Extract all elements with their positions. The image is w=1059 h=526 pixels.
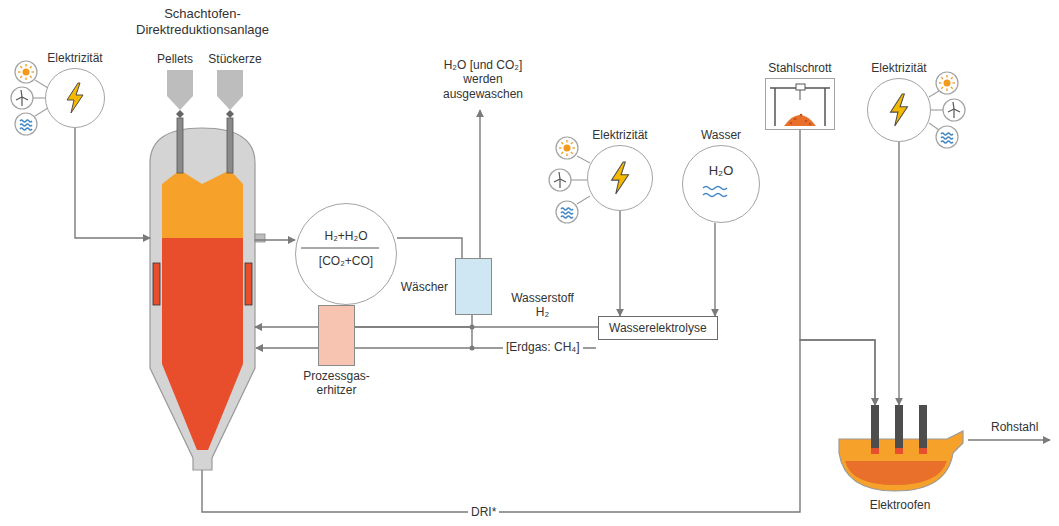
node-text: Wasserelektrolyse bbox=[609, 321, 707, 335]
node-text: Prozessgas- erhitzer bbox=[297, 369, 377, 398]
flow-connector bbox=[898, 142, 899, 405]
flow-connector bbox=[619, 211, 620, 316]
energy-icons bbox=[11, 61, 83, 135]
crane-icon bbox=[770, 84, 830, 126]
water-circle: WasserH₂O bbox=[682, 145, 760, 223]
electric-furnace: Elektroofen bbox=[835, 405, 965, 492]
junction-dot bbox=[470, 346, 475, 351]
electrolysis-box: Wasserelektrolyse bbox=[598, 316, 718, 340]
heater-box: Prozessgas- erhitzer bbox=[318, 305, 355, 366]
exhaust-arrow bbox=[479, 110, 480, 258]
flow-connector bbox=[397, 238, 462, 258]
shaft-furnace bbox=[150, 70, 265, 470]
edge-label: Wasserstoff H₂ bbox=[505, 291, 580, 320]
node-text: Elektrizität bbox=[47, 51, 102, 65]
node-text: Wasser bbox=[701, 128, 741, 142]
gas-circle: H₂+H₂O [CO₂+CO] bbox=[295, 203, 397, 305]
node-text: Pellets bbox=[157, 52, 193, 66]
electric-furnace bbox=[839, 405, 963, 491]
node-text: H₂+H₂O bbox=[296, 229, 396, 243]
steel-output-arrow bbox=[968, 439, 1050, 440]
annotation: [Erdgas: CH₄] bbox=[503, 340, 583, 354]
node-text: Elektroofen bbox=[870, 498, 931, 512]
shaft-furnace: Schachtofen- DirektreduktionsanlagePelle… bbox=[150, 128, 255, 470]
flow-connector bbox=[255, 239, 295, 240]
node-text: Elektrizität bbox=[592, 128, 647, 142]
flow-connector bbox=[800, 130, 875, 405]
water-waves bbox=[703, 187, 727, 197]
flow-connector bbox=[714, 223, 715, 316]
scrap-box: Stahlschrott bbox=[765, 78, 835, 130]
scrubber-box: Wäscher bbox=[455, 258, 492, 315]
flow-connector bbox=[355, 315, 472, 327]
node-text: Schachtofen- Direktreduktionsanlage bbox=[113, 6, 293, 37]
node-text: H₂O bbox=[683, 163, 759, 179]
electricity-circle: Elektrizität bbox=[867, 78, 931, 142]
flow-connector bbox=[255, 326, 318, 327]
divider-line bbox=[301, 248, 379, 249]
energy-icons bbox=[891, 72, 966, 148]
node-text: [CO₂+CO] bbox=[296, 254, 396, 268]
edge-label: DRI* bbox=[468, 505, 499, 519]
flow-connector bbox=[75, 128, 150, 238]
electricity-circle: Elektrizität bbox=[45, 68, 105, 128]
node-text: Elektrizität bbox=[871, 61, 926, 75]
electricity-circle: Elektrizität bbox=[587, 145, 653, 211]
flow-connector bbox=[202, 340, 875, 512]
flow-connector bbox=[355, 326, 598, 327]
annotation: H₂O [und CO₂] werden ausgewaschen bbox=[430, 58, 536, 101]
node-text: Wäscher bbox=[401, 279, 448, 293]
node-text: Stahlschrott bbox=[768, 61, 831, 75]
gas-line bbox=[471, 327, 472, 348]
annotation: Rohstahl bbox=[988, 420, 1041, 434]
node-text: Stückerze bbox=[208, 52, 261, 66]
